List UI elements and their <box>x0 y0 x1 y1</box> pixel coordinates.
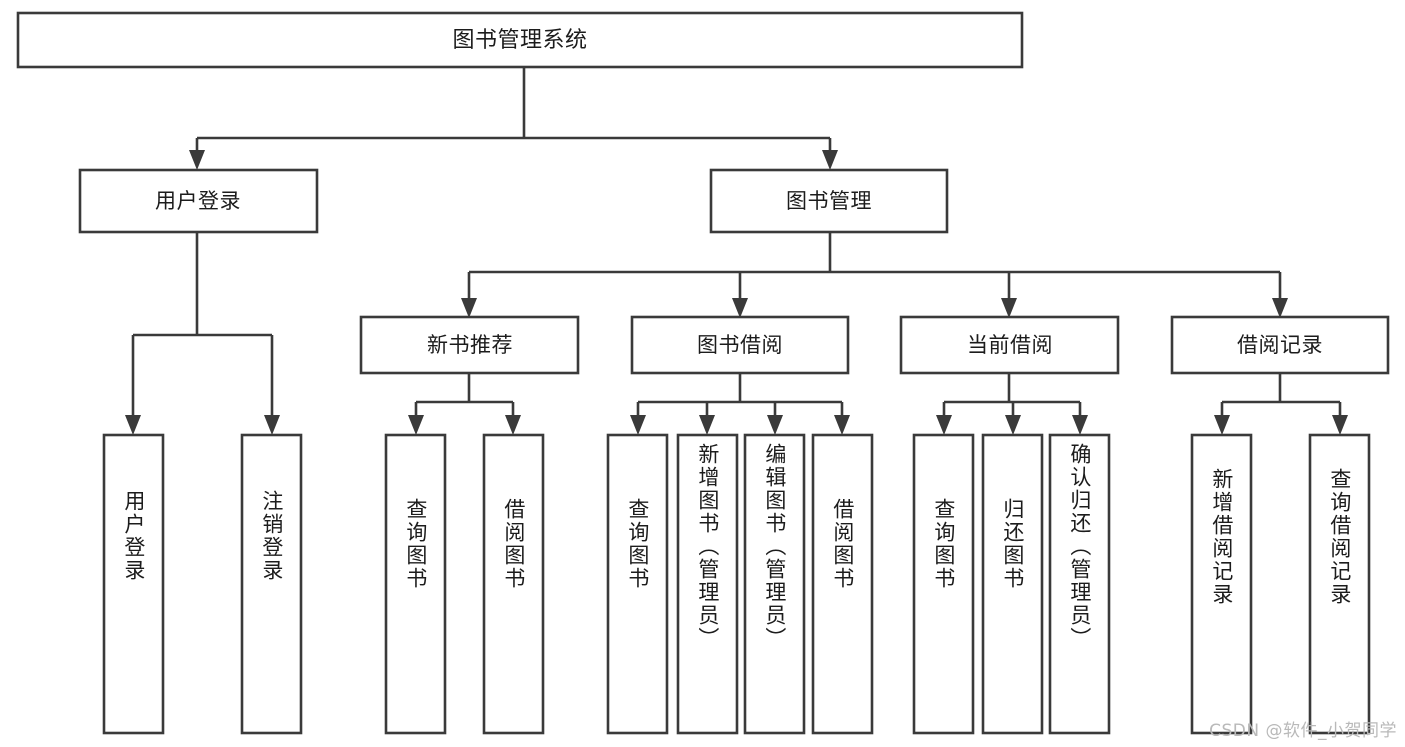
leaf-box-bb-add-book[interactable] <box>676 433 739 735</box>
arrow-icon-current-borrow <box>1001 298 1017 318</box>
arrow-icon-bb-leaf1 <box>630 415 646 435</box>
arrow-icon-cb-leaf1 <box>936 415 952 435</box>
node-borrow-record-label: 借阅记录 <box>1237 333 1323 357</box>
node-book-manage-box[interactable] <box>709 168 949 234</box>
arrow-icon-borrow-record <box>1272 298 1288 318</box>
node-user-login[interactable]: 用户登录 <box>78 168 319 234</box>
arrow-icon-br-leaf2 <box>1332 415 1348 435</box>
node-user-login-box[interactable] <box>78 168 319 234</box>
leaf-box-cb-confirm-return[interactable] <box>1048 433 1111 735</box>
leaf-box-nb-query-book[interactable] <box>384 433 447 735</box>
leaf-box-bb-query-book[interactable] <box>606 433 669 735</box>
node-new-book-recommend-box[interactable] <box>359 315 580 375</box>
arrow-icon-leaf-user-login <box>125 415 141 435</box>
arrow-icon-new-book <box>461 298 477 318</box>
node-book-manage[interactable]: 图书管理 <box>709 168 949 234</box>
arrow-icon-cb-leaf2 <box>1005 415 1021 435</box>
leaf-box-bb-borrow-book[interactable] <box>811 433 874 735</box>
arrow-icon-user-login <box>189 150 205 170</box>
arrow-icon-book-borrow <box>732 298 748 318</box>
leaf-box-br-query-record[interactable] <box>1308 433 1371 735</box>
node-root[interactable]: 图书管理系统 <box>16 11 1024 69</box>
arrow-icon-nb-leaf1 <box>408 415 424 435</box>
leaf-box-bb-edit-book[interactable] <box>743 433 806 735</box>
arrow-icon-book-manage <box>822 150 838 170</box>
arrow-icon-nb-leaf2 <box>505 415 521 435</box>
node-borrow-record-box[interactable] <box>1170 315 1390 375</box>
leaf-box-br-add-record[interactable] <box>1190 433 1253 735</box>
node-borrow-record[interactable]: 借阅记录 <box>1170 315 1390 375</box>
node-current-borrow[interactable]: 当前借阅 <box>899 315 1120 375</box>
leaf-box-nb-borrow-book[interactable] <box>482 433 545 735</box>
node-book-manage-label: 图书管理 <box>786 189 872 213</box>
arrow-icon-leaf-logout <box>264 415 280 435</box>
connector-group <box>125 67 1348 435</box>
node-root-label: 图书管理系统 <box>452 28 587 53</box>
arrow-icon-br-leaf1 <box>1214 415 1230 435</box>
node-user-login-label: 用户登录 <box>155 189 241 213</box>
node-book-borrow[interactable]: 图书借阅 <box>630 315 850 375</box>
arrow-icon-bb-leaf2 <box>699 415 715 435</box>
node-current-borrow-label: 当前借阅 <box>967 333 1053 357</box>
leaf-box-logout[interactable] <box>240 433 303 735</box>
leaf-box-user-login[interactable] <box>102 433 165 735</box>
node-book-borrow-label: 图书借阅 <box>697 333 783 357</box>
node-current-borrow-box[interactable] <box>899 315 1120 375</box>
arrow-icon-cb-leaf3 <box>1072 415 1088 435</box>
node-new-book-recommend-label: 新书推荐 <box>427 333 513 357</box>
node-root-box[interactable] <box>16 11 1024 69</box>
leaf-box-cb-query-book[interactable] <box>912 433 975 735</box>
arrow-icon-bb-leaf3 <box>767 415 783 435</box>
node-book-borrow-box[interactable] <box>630 315 850 375</box>
leaf-box-cb-return-book[interactable] <box>981 433 1044 735</box>
node-new-book-recommend[interactable]: 新书推荐 <box>359 315 580 375</box>
arrow-icon-bb-leaf4 <box>834 415 850 435</box>
